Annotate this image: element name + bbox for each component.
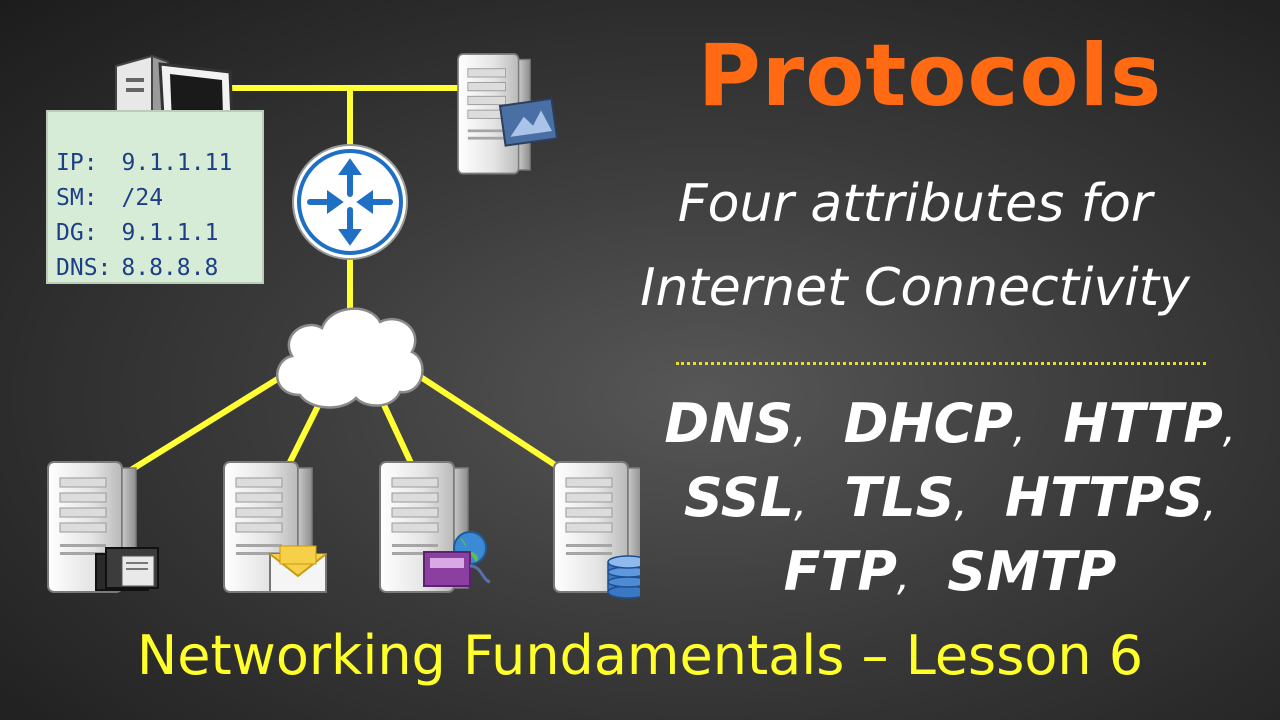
web-server-icon bbox=[457, 53, 559, 175]
divider bbox=[676, 362, 1206, 365]
protocol-ssl: SSL bbox=[683, 466, 795, 529]
network-diagram bbox=[47, 53, 640, 599]
separator: , bbox=[1222, 406, 1236, 452]
separator: , bbox=[1012, 406, 1026, 452]
config-label: DG: bbox=[56, 220, 98, 246]
database-server-icon bbox=[553, 461, 640, 599]
config-label: SM: bbox=[56, 185, 98, 211]
config-label: DNS: bbox=[56, 255, 112, 281]
page-title: Protocols bbox=[697, 26, 1163, 126]
config-value: 9.1.1.1 bbox=[121, 220, 219, 246]
protocol-dns: DNS bbox=[664, 392, 794, 455]
separator: , bbox=[954, 480, 968, 526]
separator: , bbox=[794, 480, 807, 526]
config-value: /24 bbox=[121, 185, 164, 211]
link-cloud-file-server bbox=[115, 367, 295, 481]
file-server-icon bbox=[47, 461, 159, 593]
protocol-ftp: FTP bbox=[783, 540, 897, 603]
network-links bbox=[115, 85, 578, 481]
protocol-list-line-1: DNS, DHCP, HTTP, bbox=[640, 392, 1260, 461]
router-icon bbox=[292, 144, 408, 260]
protocol-https: HTTPS bbox=[1004, 466, 1204, 529]
protocol-tls: TLS bbox=[844, 466, 955, 529]
protocol-smtp: SMTP bbox=[947, 540, 1117, 603]
host-config-box: IP: 9.1.1.11 SM: /24 DG: 9.1.1.1 DNS: 8.8.8.… bbox=[46, 110, 264, 284]
config-row-dns: DNS: 8.8.8.8 bbox=[56, 251, 262, 286]
internet-cloud-icon bbox=[276, 307, 424, 409]
config-row-ip: IP: 9.1.1.11 bbox=[56, 146, 262, 181]
separator: , bbox=[793, 406, 807, 452]
separator: , bbox=[1203, 480, 1217, 526]
config-row-sm: SM: /24 bbox=[56, 181, 262, 216]
protocol-http: HTTP bbox=[1063, 392, 1223, 455]
config-value: 8.8.8.8 bbox=[121, 255, 219, 281]
protocol-list-line-3: FTP, SMTP bbox=[640, 540, 1260, 609]
subtitle-line-1: Four attributes for bbox=[677, 174, 1153, 234]
config-label: IP: bbox=[56, 150, 98, 176]
separator: , bbox=[896, 554, 910, 600]
protocol-dhcp: DHCP bbox=[843, 392, 1013, 455]
link-cloud-database-server bbox=[407, 367, 578, 481]
subtitle-line-2: Internet Connectivity bbox=[640, 258, 1190, 318]
mail-server-icon bbox=[223, 461, 327, 593]
config-value: 9.1.1.11 bbox=[121, 150, 233, 176]
web-host-server-icon bbox=[379, 461, 491, 593]
protocol-list-line-2: SSL, TLS, HTTPS, bbox=[640, 466, 1260, 535]
footer-lesson-title: Networking Fundamentals – Lesson 6 bbox=[136, 624, 1144, 687]
config-row-dg: DG: 9.1.1.1 bbox=[56, 216, 262, 251]
